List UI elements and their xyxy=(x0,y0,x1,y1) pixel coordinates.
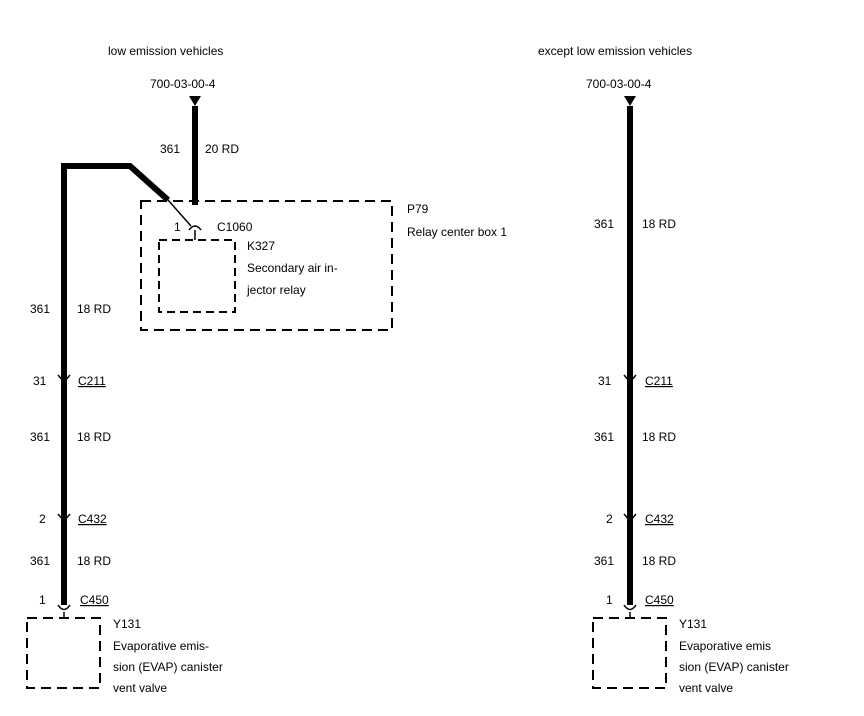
right-heading: except low emission vehicles xyxy=(538,44,692,58)
right-valve-line2: sion (EVAP) canister xyxy=(679,660,789,674)
left-wire1-circuit: 361 xyxy=(30,302,50,316)
left-top-wire-spec: 20 RD xyxy=(205,142,239,156)
left-c432-pin: 2 xyxy=(39,512,46,526)
right-c432-label: C432 xyxy=(645,512,674,526)
left-output-wire xyxy=(61,163,171,605)
left-c450-pin: 1 xyxy=(39,593,46,607)
left-evap-valve xyxy=(26,617,101,689)
left-valve-line2: sion (EVAP) canister xyxy=(113,660,223,674)
right-c211-pin: 31 xyxy=(598,374,612,388)
left-c432-label: C432 xyxy=(78,512,107,526)
right-valve-line1: Evaporative emis xyxy=(679,639,771,653)
c1060-label: C1060 xyxy=(217,220,253,234)
right-wire3-spec: 18 RD xyxy=(642,554,676,568)
left-valve-line3: vent valve xyxy=(113,681,167,695)
right-wire1-circuit: 361 xyxy=(594,217,614,231)
right-c450-connector-icon xyxy=(623,604,637,611)
left-valve-id: Y131 xyxy=(113,617,141,631)
right-valve-line3: vent valve xyxy=(679,681,733,695)
right-c211-connector-icon xyxy=(623,374,637,384)
left-wire2-spec: 18 RD xyxy=(77,430,111,444)
left-top-wire-circuit: 361 xyxy=(160,142,180,156)
right-wire3-circuit: 361 xyxy=(594,554,614,568)
right-c211-label: C211 xyxy=(645,374,673,388)
right-c432-pin: 2 xyxy=(606,512,613,526)
c1060-pin: 1 xyxy=(174,220,181,234)
right-c450-label: C450 xyxy=(645,593,674,607)
right-wire1-spec: 18 RD xyxy=(642,217,676,231)
relay-box-name: Relay center box 1 xyxy=(407,225,507,239)
left-wire3-spec: 18 RD xyxy=(77,554,111,568)
left-wire3-circuit: 361 xyxy=(30,554,50,568)
left-wire1-spec: 18 RD xyxy=(77,302,111,316)
relay-desc-line1: Secondary air in- xyxy=(247,261,338,275)
left-c211-connector-icon xyxy=(57,374,71,384)
right-wire2-circuit: 361 xyxy=(594,430,614,444)
right-wire2-spec: 18 RD xyxy=(642,430,676,444)
right-evap-valve xyxy=(592,617,667,689)
left-output-wire-thin xyxy=(167,199,192,227)
right-ground-ref: 700-03-00-4 xyxy=(586,77,652,91)
left-ground-ref: 700-03-00-4 xyxy=(150,77,216,91)
left-valve-line1: Evaporative emis- xyxy=(113,639,209,653)
relay-center-box xyxy=(140,200,393,331)
left-c450-connector-icon xyxy=(57,604,71,611)
right-ground-arrow-icon xyxy=(624,96,636,106)
left-c450-label: C450 xyxy=(80,593,109,607)
right-c450-pin: 1 xyxy=(606,593,613,607)
left-c432-connector-icon xyxy=(57,513,71,523)
left-ground-arrow-icon xyxy=(189,96,201,106)
right-c432-connector-icon xyxy=(623,513,637,523)
relay-k327 xyxy=(158,239,236,313)
left-wire2-circuit: 361 xyxy=(30,430,50,444)
right-valve-id: Y131 xyxy=(679,617,707,631)
left-c211-pin: 31 xyxy=(33,374,47,388)
relay-desc-line2: jector relay xyxy=(246,283,306,297)
relay-box-id: P79 xyxy=(407,202,429,216)
left-c211-label: C211 xyxy=(78,374,106,388)
relay-id: K327 xyxy=(247,239,275,253)
left-heading: low emission vehicles xyxy=(108,44,223,58)
c1060-connector-icon xyxy=(188,225,202,231)
